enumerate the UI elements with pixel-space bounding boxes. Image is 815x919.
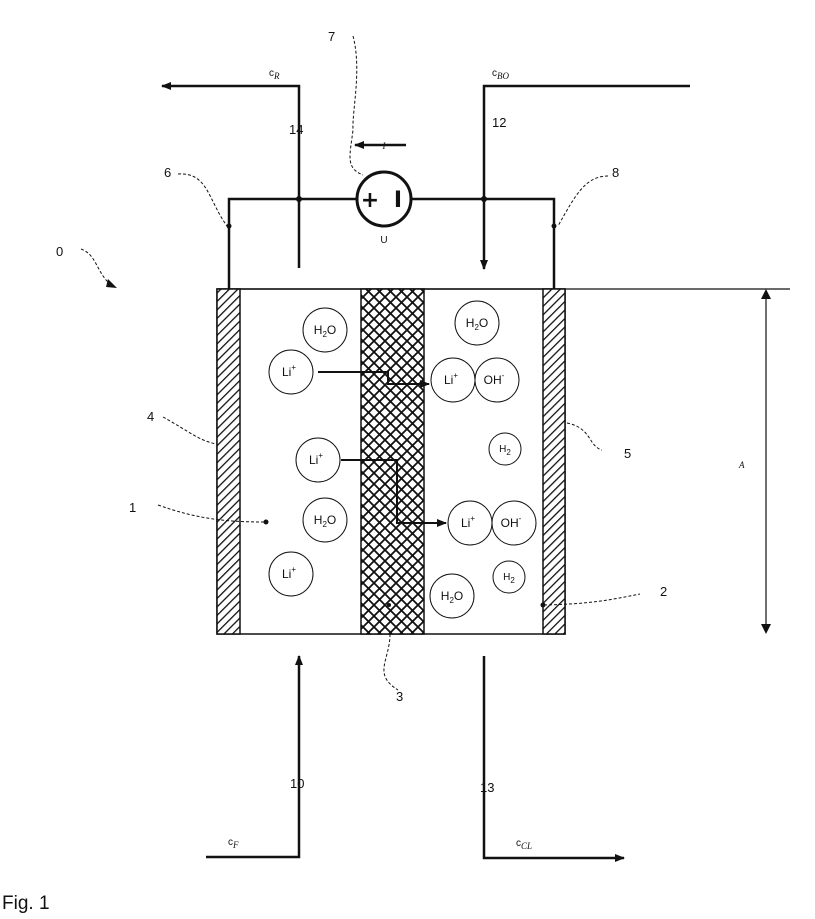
ion-exchange-membrane [361,289,424,634]
water-molecule: H2O [303,308,347,352]
voltage-label: U [380,235,387,246]
lithium-ion: Li+ [269,552,313,596]
cathode-electrode [543,289,565,634]
ref-numeral-1: 1 [129,500,136,515]
ref-numeral-12: 12 [492,115,506,130]
cathode-inlet-line [484,86,690,269]
junction-dot [227,224,232,229]
height-label: A [738,460,745,470]
anolyte-point-marker [264,520,269,525]
hydrogen-molecule: H2 [489,433,521,465]
ref-numeral-8: 8 [612,165,619,180]
ref-numeral-4: 4 [147,409,154,424]
device-leader-arrowhead [106,279,117,288]
lithium-ion: Li+ [448,501,492,545]
lithium-ion: Li+ [269,350,313,394]
ref-numeral-6: 6 [164,165,171,180]
water-molecule: H2O [430,574,474,618]
lithium-ion: Li+ [296,438,340,482]
anode-inlet-stream-label: cF [228,837,239,850]
anode-outlet-line [162,86,299,268]
ref-numeral-13: 13 [480,780,494,795]
plus-terminal-sign: + [361,188,379,213]
ref-numeral-2: 2 [660,584,667,599]
ref-numeral-7: 7 [328,29,335,44]
svg-text:OH-: OH- [484,371,505,387]
junction-dot [552,224,557,229]
ref-numeral-14: 14 [289,122,303,137]
catholyte-point-marker [541,603,546,608]
water-molecule: H2O [455,301,499,345]
lithium-ion: Li+ [431,358,475,402]
water-molecule: H2O [303,498,347,542]
height-dimension-arrow-bottom [761,624,771,634]
membrane-point-marker [387,603,391,607]
ref-numeral-5: 5 [624,446,631,461]
anode-inlet-line [206,656,299,857]
anode-outlet-stream-label: cR [269,68,280,81]
cathode-outlet-line [484,656,624,858]
svg-text:OH-: OH- [501,514,522,530]
hydrogen-molecule: H2 [493,561,525,593]
figure-caption: Fig. 1 [2,893,50,914]
cathode-outlet-stream-label: cCL [516,838,532,851]
ref-numeral-3: 3 [396,689,403,704]
cathode-inlet-stream-label: cBO [492,68,509,81]
ref-numeral-0: 0 [56,244,63,259]
anode-electrode [217,289,240,634]
hydroxide-ion: OH- [492,501,536,545]
ref-numeral-10: 10 [290,776,304,791]
minus-terminal-sign: I [394,188,402,213]
height-dimension-arrow-top [761,289,771,299]
hydroxide-ion: OH- [475,358,519,402]
